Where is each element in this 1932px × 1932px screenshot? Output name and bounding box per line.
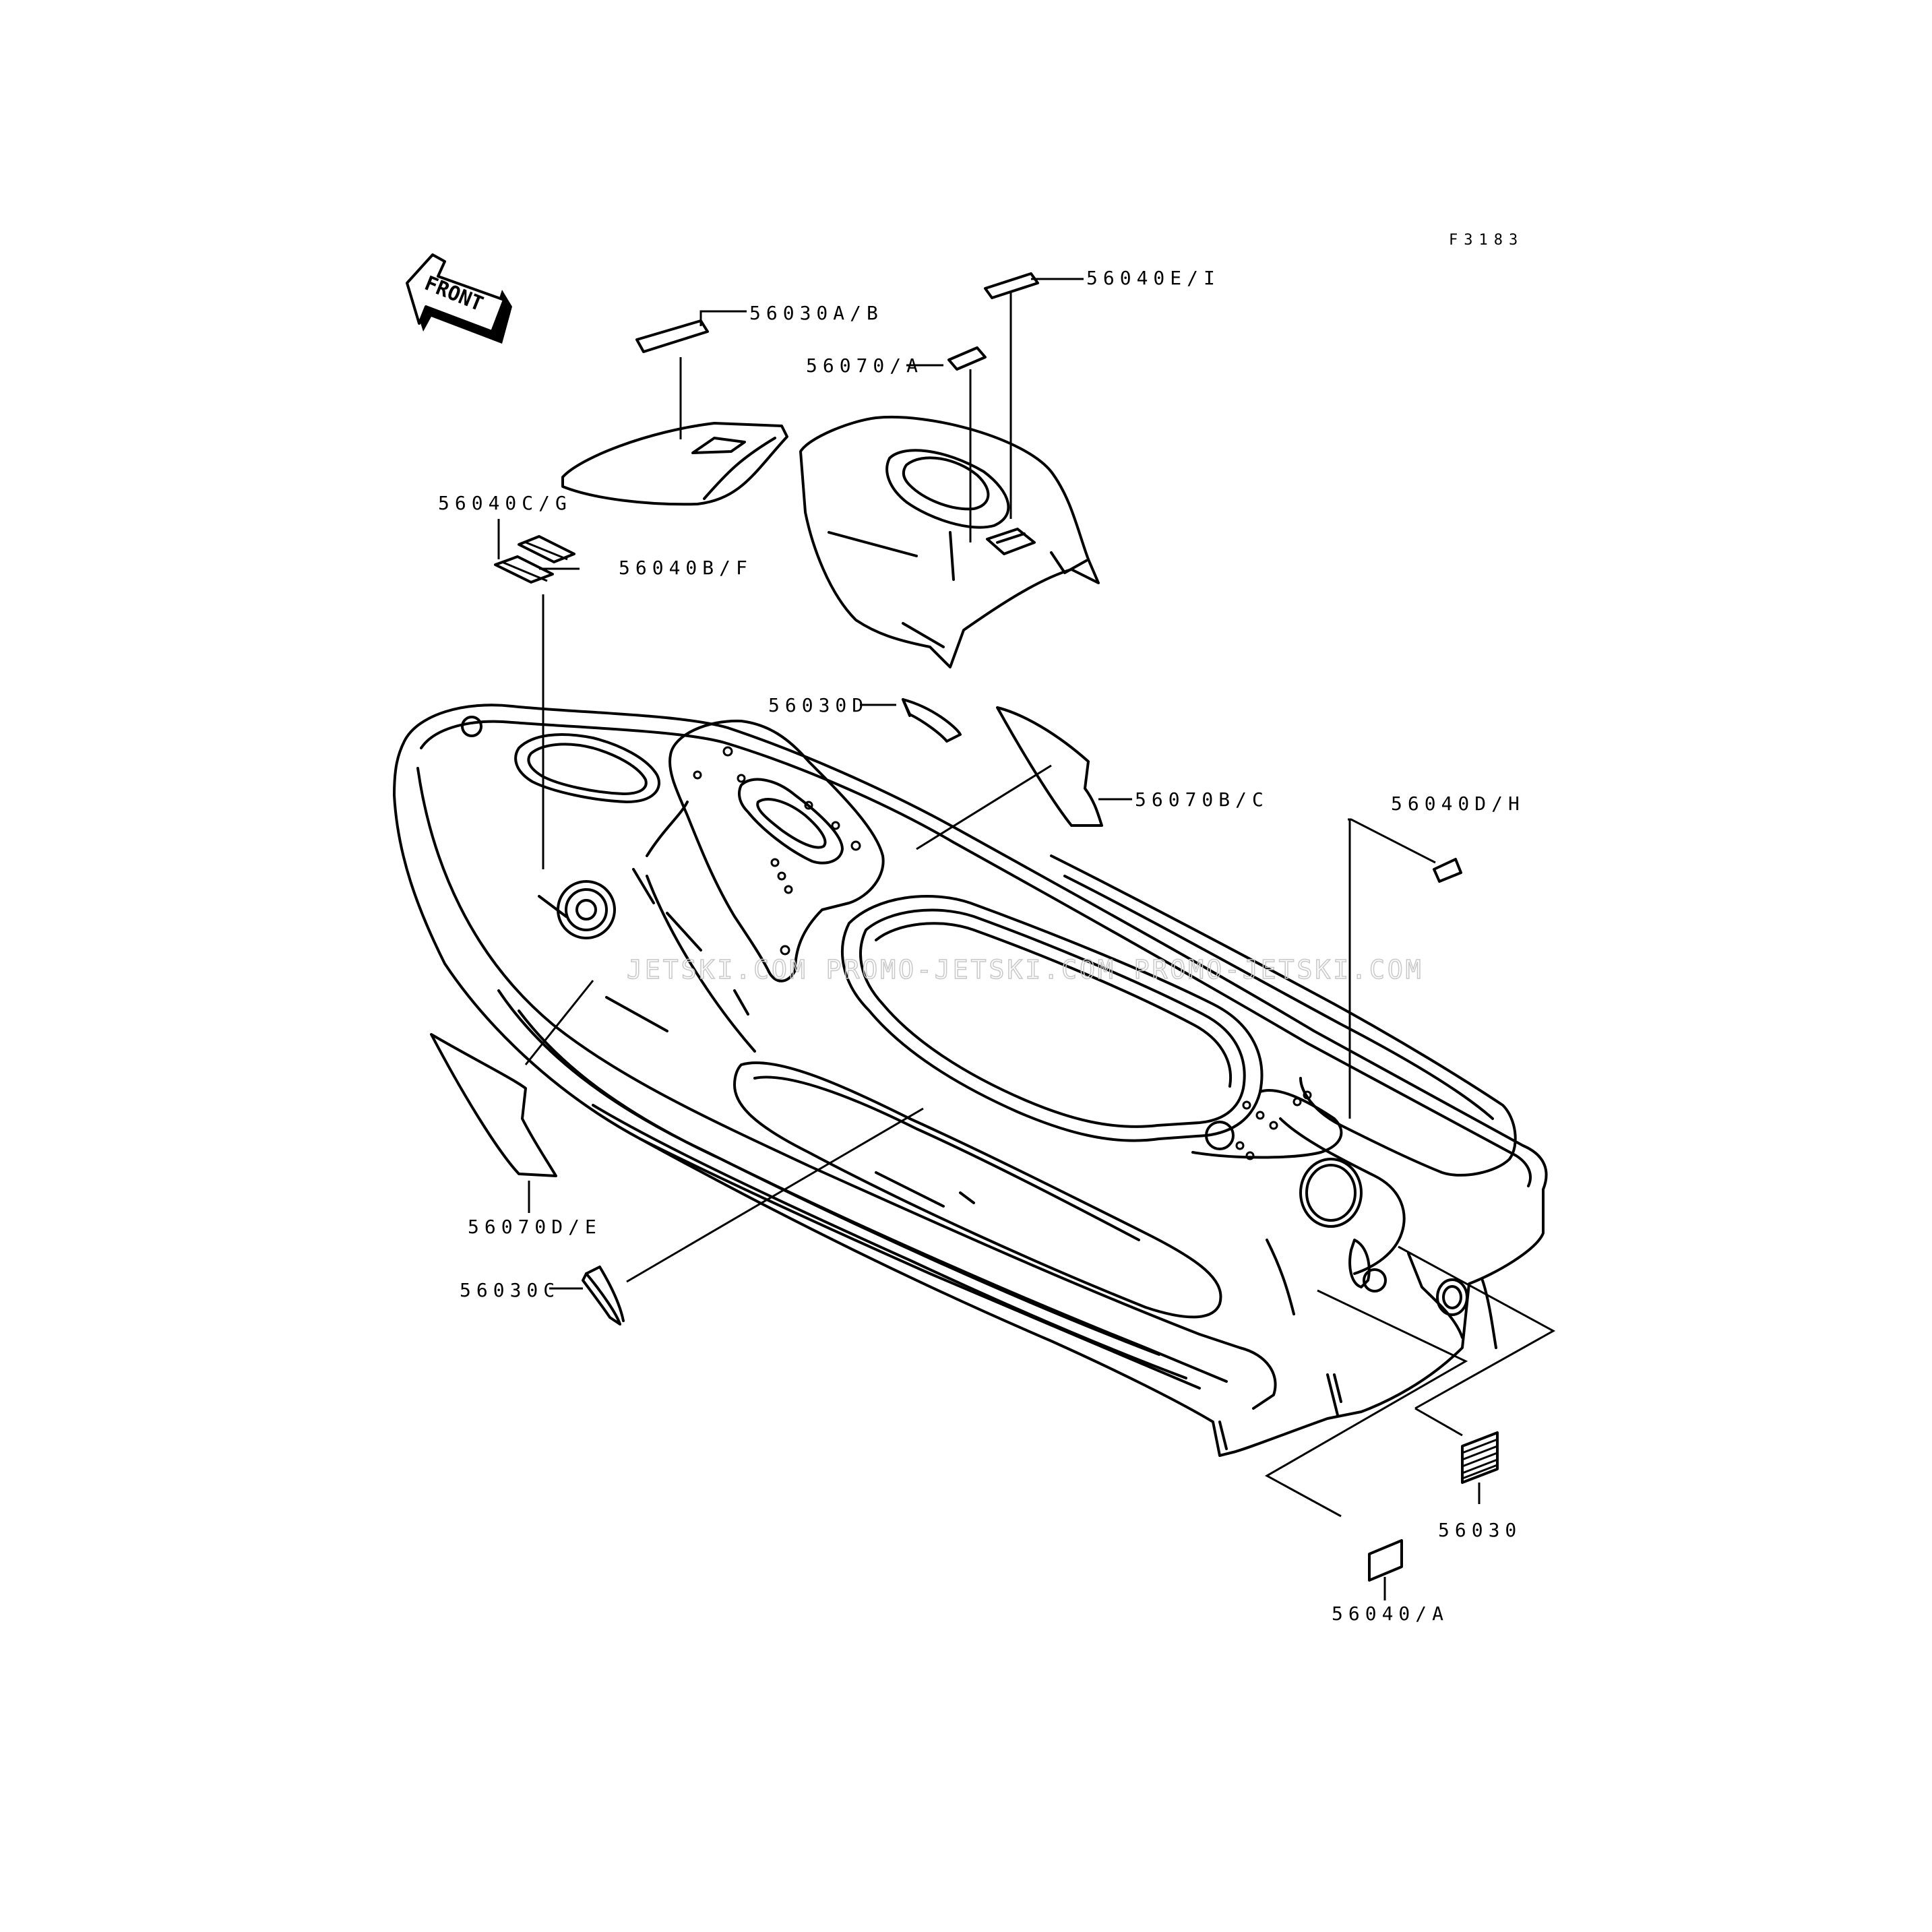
- decal-56030: [1461, 1431, 1499, 1484]
- decal-56070de: [430, 1033, 557, 1177]
- label-56070de: 56070D/E: [468, 1216, 602, 1238]
- watermark: JETSKI.COM PROMO-JETSKI.COM PROMO-JETSKI…: [627, 955, 1424, 985]
- decal-56040cg: [494, 555, 554, 584]
- label-56040dh: 56040D/H: [1391, 792, 1525, 815]
- figure-code: F3183: [1449, 232, 1524, 249]
- decal-56040ei: [984, 272, 1039, 299]
- label-56040ei: 56040E/I: [1086, 267, 1220, 289]
- label-56070a: 56070/A: [806, 354, 923, 377]
- leader-lines: [497, 278, 1556, 1600]
- label-56070bc: 56070B/C: [1135, 788, 1269, 811]
- label-56040cg: 56040C/G: [438, 492, 572, 514]
- label-56040a: 56040/A: [1332, 1602, 1449, 1625]
- decal-56030c: [582, 1272, 621, 1326]
- front-arrow-icon: FRONT: [406, 253, 512, 344]
- label-56030: 56030: [1438, 1519, 1522, 1541]
- decal-56070a: [947, 346, 987, 371]
- hull: [393, 704, 1548, 1457]
- decal-56040dh: [1433, 858, 1462, 883]
- decal-56030ab: [635, 319, 709, 353]
- label-56040bf: 56040B/F: [619, 557, 753, 579]
- decal-56040a: [1368, 1539, 1403, 1582]
- label-56030ab: 56030A/B: [749, 302, 883, 324]
- rear-deck-cover: [799, 415, 1100, 668]
- seat-cover: [561, 422, 788, 506]
- decal-56030d: [902, 698, 962, 743]
- label-56030d: 56030D: [768, 694, 869, 716]
- label-56030c: 56030C: [460, 1279, 560, 1301]
